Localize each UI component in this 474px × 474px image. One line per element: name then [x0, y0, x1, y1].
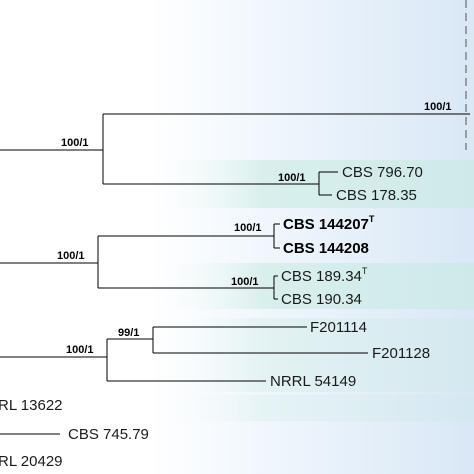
support-top-outer: 100/1	[61, 137, 89, 149]
taxon-cbs-189-34: CBS 189.34T	[281, 266, 368, 285]
taxon-cbs-144207-name: CBS 144207	[283, 216, 369, 233]
taxon-cbs-745-79: CBS 745.79	[68, 426, 149, 443]
taxon-cbs-144207: CBS 144207T	[283, 214, 375, 233]
taxon-f201114: F201114	[310, 319, 367, 336]
support-top-inner: 100/1	[424, 101, 452, 113]
teal-band-3	[150, 318, 474, 392]
taxon-cbs-178-35: CBS 178.35	[336, 187, 417, 204]
support-cbs144207-144208: 100/1	[234, 222, 262, 234]
taxon-cbs-190-34: CBS 190.34	[281, 291, 362, 308]
support-values: 100/1 100/1 100/1 100/1 100/1 100/1 99/1…	[57, 101, 452, 356]
taxon-labels: CBS 796.70 CBS 178.35 CBS 144207T CBS 14…	[0, 164, 430, 470]
support-f-clade: 100/1	[66, 344, 94, 356]
support-cbs189-190: 100/1	[231, 276, 259, 288]
taxon-cbs-144208: CBS 144208	[283, 240, 369, 257]
taxon-cbs-189-34-name: CBS 189.34	[281, 268, 362, 285]
taxon-cbs-796-70: CBS 796.70	[342, 164, 423, 181]
teal-band-4	[150, 395, 474, 421]
support-middle-clade: 100/1	[57, 250, 85, 262]
support-cbs796-178: 100/1	[278, 172, 306, 184]
taxon-nrrl-13622: RL 13622	[0, 397, 63, 414]
taxon-f201128: F201128	[372, 345, 430, 362]
teal-band-2	[150, 263, 474, 309]
type-marker: T	[369, 214, 375, 224]
taxon-nrrl-54149: NRRL 54149	[270, 373, 356, 390]
type-marker: T	[362, 266, 368, 276]
taxon-nrrl-20429: RL 20429	[0, 453, 63, 470]
support-f201114-f201128: 99/1	[118, 327, 139, 339]
background-bands	[150, 0, 474, 474]
branches	[0, 0, 470, 435]
